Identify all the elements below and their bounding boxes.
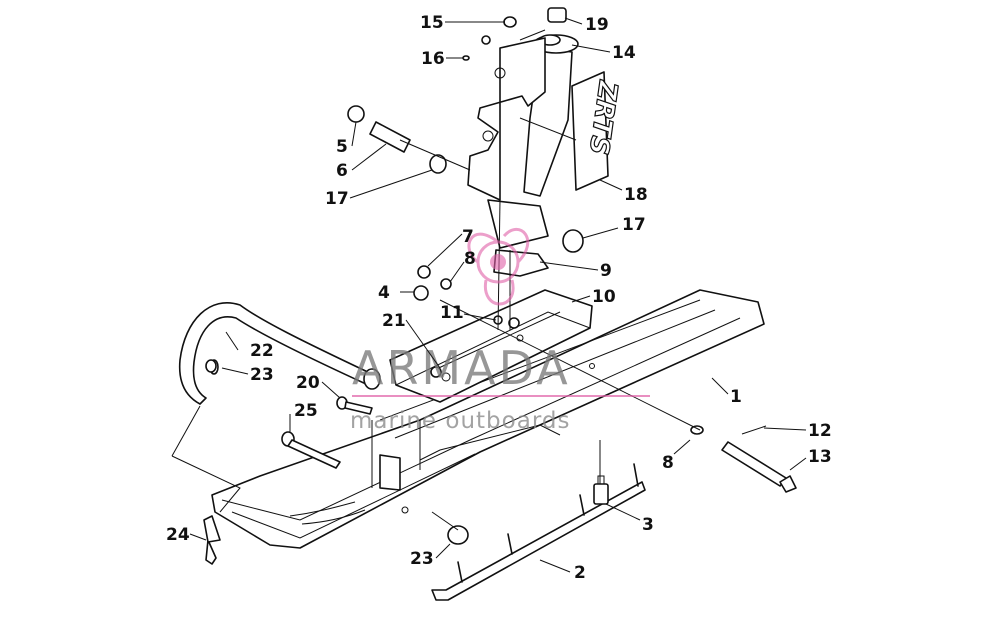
callout-22: 22 — [250, 341, 274, 361]
callout-21: 21 — [382, 311, 406, 331]
wear-stud — [593, 475, 609, 505]
callout-8b: 8 — [662, 453, 674, 473]
centerlines — [171, 29, 701, 531]
callout-18: 18 — [624, 185, 648, 205]
callout-25: 25 — [294, 401, 318, 421]
callout-14: 14 — [612, 43, 636, 63]
callout-8a: 8 — [464, 249, 476, 269]
callout-5: 5 — [336, 137, 348, 157]
callout-7: 7 — [462, 227, 474, 247]
callout-10: 10 — [592, 287, 616, 307]
callout-19: 19 — [585, 15, 609, 35]
watermark-brand: ARMADA — [352, 341, 571, 395]
callout-17b: 17 — [622, 215, 646, 235]
callouts: 15 19 16 14 5 6 17 18 17 7 8 9 4 10 11 2… — [166, 13, 832, 583]
wear-rod — [431, 463, 646, 601]
callout-20: 20 — [296, 373, 320, 393]
hardware — [203, 7, 797, 565]
callout-3: 3 — [642, 515, 654, 535]
callout-23a: 23 — [250, 365, 274, 385]
spindle-decal: ZRTS — [571, 71, 624, 191]
ski-body — [211, 289, 765, 549]
callout-9: 9 — [600, 261, 612, 281]
callout-6: 6 — [336, 161, 348, 181]
watermark-logo-mark — [467, 228, 530, 306]
callout-11: 11 — [440, 303, 464, 323]
callout-15: 15 — [420, 13, 444, 33]
spindle — [467, 34, 579, 201]
watermark-tagline: marine outboards — [350, 408, 570, 434]
callout-12: 12 — [808, 421, 832, 441]
callout-16: 16 — [421, 49, 445, 69]
callout-23b: 23 — [410, 549, 434, 569]
callout-17a: 17 — [325, 189, 349, 209]
callout-1: 1 — [730, 387, 742, 407]
callout-2: 2 — [574, 563, 586, 583]
callout-13: 13 — [808, 447, 832, 467]
watermark: ARMADA marine outboards — [350, 228, 650, 434]
callout-24: 24 — [166, 525, 190, 545]
callout-4: 4 — [378, 283, 390, 303]
ski-loop — [178, 302, 381, 405]
